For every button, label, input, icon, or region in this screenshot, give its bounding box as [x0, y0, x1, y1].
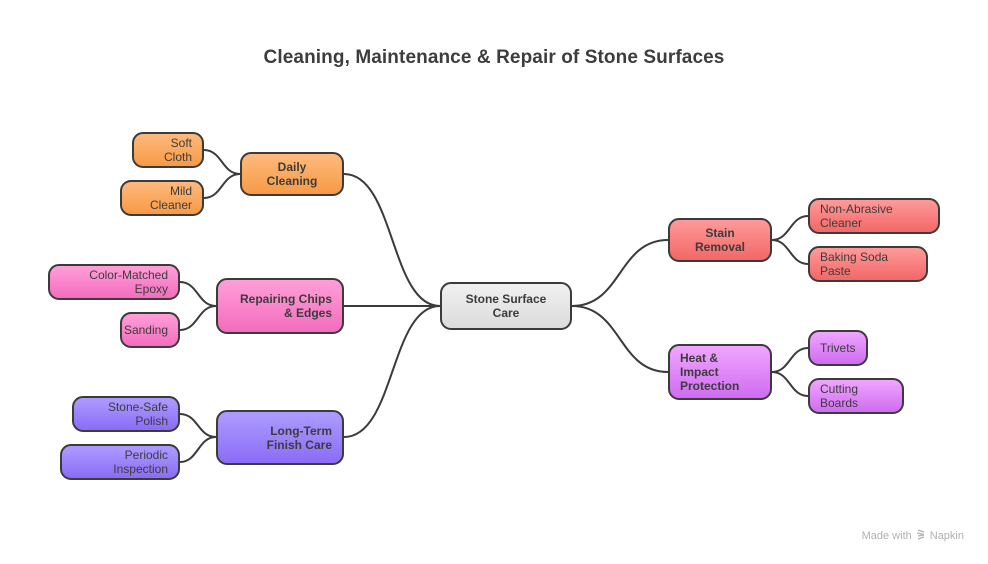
root-label: Stone Surface Care: [465, 292, 547, 320]
leaf-baking-soda-paste[interactable]: Baking Soda Paste: [808, 246, 928, 282]
leaf-label: Periodic Inspection: [113, 448, 168, 476]
link-root-long-term: [343, 305, 441, 438]
napkin-brand-text: Napkin: [929, 530, 964, 542]
leaf-periodic-inspection[interactable]: Periodic Inspection: [60, 444, 180, 480]
leaf-trivets[interactable]: Trivets: [808, 330, 868, 366]
leaf-cutting-boards[interactable]: Cutting Boards: [808, 378, 904, 414]
link-repairing-epoxy: [179, 281, 217, 307]
leaf-non-abrasive-cleaner[interactable]: Non-Abrasive Cleaner: [808, 198, 940, 234]
link-root-heat-impact: [571, 305, 669, 373]
leaf-label: Stone-Safe Polish: [107, 400, 168, 428]
branch-label: Stain Removal: [694, 226, 746, 254]
leaf-label: Cutting Boards: [820, 382, 859, 410]
leaf-label: Color-Matched Epoxy: [89, 268, 168, 296]
leaf-label: Baking Soda Paste: [820, 250, 889, 278]
branch-heat-impact-protection[interactable]: Heat & Impact Protection: [668, 344, 772, 400]
branch-daily-cleaning[interactable]: Daily Cleaning: [240, 152, 344, 196]
branch-long-term-finish-care[interactable]: Long-Term Finish Care: [216, 410, 344, 465]
link-heat-trivets: [771, 347, 809, 373]
link-root-stain-removal: [571, 239, 669, 307]
link-stain-nonabrasive: [771, 215, 809, 241]
branch-repairing-chips-edges[interactable]: Repairing Chips & Edges: [216, 278, 344, 334]
diagram-title: Cleaning, Maintenance & Repair of Stone …: [263, 47, 725, 68]
branch-label: Long-Term Finish Care: [266, 423, 332, 452]
leaf-color-matched-epoxy[interactable]: Color-Matched Epoxy: [48, 264, 180, 300]
napkin-logo-icon: [916, 529, 926, 543]
root-node[interactable]: Stone Surface Care: [440, 282, 572, 330]
leaf-label: Trivets: [820, 341, 856, 355]
branch-label: Repairing Chips & Edges: [239, 292, 332, 320]
link-heat-cutting-boards: [771, 371, 809, 397]
link-stain-baking-soda: [771, 239, 809, 265]
leaf-sanding[interactable]: Sanding: [120, 312, 180, 348]
link-longterm-polish: [179, 413, 217, 438]
link-daily-soft-cloth: [203, 149, 241, 175]
leaf-label: Soft Cloth: [163, 136, 192, 164]
branch-label: Heat & Impact Protection: [680, 351, 740, 393]
leaf-soft-cloth[interactable]: Soft Cloth: [132, 132, 204, 168]
branch-stain-removal[interactable]: Stain Removal: [668, 218, 772, 262]
leaf-label: Sanding: [123, 323, 168, 337]
leaf-label: Non-Abrasive Cleaner: [820, 202, 893, 230]
link-repairing-sanding: [179, 305, 217, 331]
branch-label: Daily Cleaning: [266, 160, 318, 188]
made-with-footer: Made with Napkin: [862, 529, 964, 543]
made-with-text: Made with: [861, 530, 912, 542]
link-longterm-inspection: [179, 436, 217, 463]
link-root-daily-cleaning: [343, 173, 441, 307]
link-daily-mild-cleaner: [203, 173, 241, 199]
leaf-stone-safe-polish[interactable]: Stone-Safe Polish: [72, 396, 180, 432]
leaf-label: Mild Cleaner: [149, 184, 192, 212]
leaf-mild-cleaner[interactable]: Mild Cleaner: [120, 180, 204, 216]
